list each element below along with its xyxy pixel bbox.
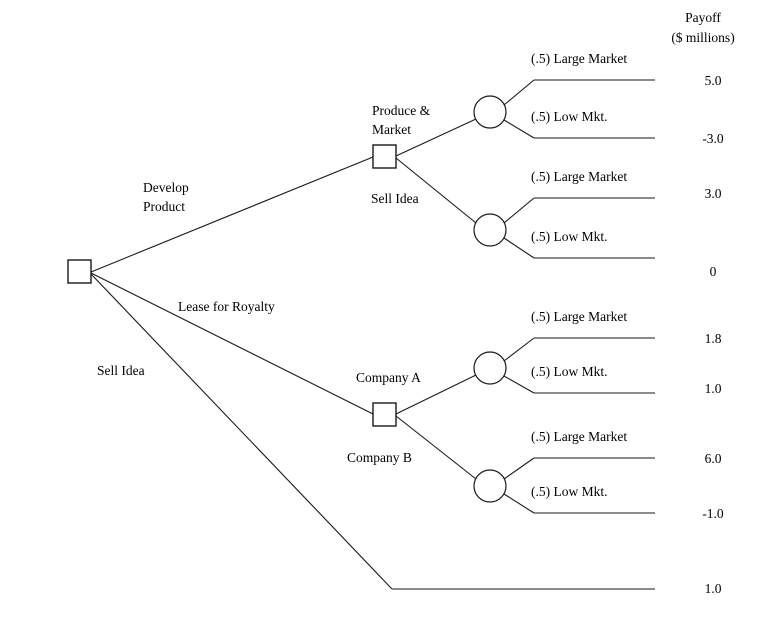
- branch-label-company-a: Company A: [356, 370, 421, 385]
- branch-company-a: [395, 374, 477, 415]
- payoff-value-4: 0: [709, 264, 717, 279]
- chance-label-large-market-2: (.5) Large Market: [531, 169, 628, 184]
- chance-node-produce-market: [473, 95, 507, 129]
- branch-sell-idea-develop: [395, 157, 477, 224]
- payoff-value-6: 1.0: [704, 381, 722, 396]
- branch-lease-for-royalty: [90, 272, 374, 415]
- chance-node-company-b: [473, 469, 507, 503]
- chance-label-low-market-2: (.5) Low Mkt.: [531, 229, 608, 244]
- chance-node-company-a: [473, 351, 507, 385]
- payoff-header-line1: Payoff: [685, 10, 721, 25]
- payoff-value-8: -1.0: [702, 506, 724, 521]
- chance4-large-market-branch: [503, 457, 535, 480]
- branch-label-lease-for-royalty: Lease for Royalty: [178, 299, 275, 314]
- chance2-low-market-branch: [503, 237, 535, 259]
- branch-label-produce-market-line1: Produce &: [372, 103, 431, 118]
- chance3-low-market-branch: [503, 375, 535, 394]
- branch-label-company-b: Company B: [347, 450, 412, 465]
- chance-node-sell-idea-develop: [473, 213, 507, 247]
- branch-company-b: [395, 415, 477, 480]
- chance4-low-market-branch: [503, 493, 535, 514]
- branch-sell-idea-root: [90, 273, 393, 590]
- develop-product-decision-node: [372, 144, 397, 169]
- branch-produce-and-market: [395, 118, 477, 157]
- payoff-value-9: 1.0: [704, 581, 722, 596]
- payoff-value-7: 6.0: [704, 451, 722, 466]
- payoff-value-5: 1.8: [704, 331, 722, 346]
- chance1-large-market-branch: [503, 79, 535, 106]
- chance2-large-market-branch: [503, 197, 535, 224]
- chance-label-large-market-4: (.5) Large Market: [531, 429, 628, 444]
- lease-royalty-decision-node: [372, 402, 397, 427]
- root-decision-node: [67, 259, 92, 284]
- branch-label-produce-market-line2: Market: [372, 122, 411, 137]
- chance1-low-market-branch: [503, 119, 535, 139]
- payoff-header-line2: ($ millions): [671, 30, 735, 45]
- chance-label-low-market-3: (.5) Low Mkt.: [531, 364, 608, 379]
- chance-label-large-market-1: (.5) Large Market: [531, 51, 628, 66]
- chance-label-low-market-1: (.5) Low Mkt.: [531, 109, 608, 124]
- branch-label-sell-idea-develop: Sell Idea: [371, 191, 419, 206]
- branch-label-develop-product-line2: Product: [143, 199, 185, 214]
- branch-label-develop-product-line1: Develop: [143, 180, 189, 195]
- payoff-value-1: 5.0: [704, 73, 722, 88]
- payoff-value-2: -3.0: [702, 131, 724, 146]
- branch-label-sell-idea-root: Sell Idea: [97, 363, 145, 378]
- branch-develop-product: [90, 156, 374, 273]
- chance-label-large-market-3: (.5) Large Market: [531, 309, 628, 324]
- chance-label-low-market-4: (.5) Low Mkt.: [531, 484, 608, 499]
- payoff-value-3: 3.0: [704, 186, 722, 201]
- chance3-large-market-branch: [503, 337, 535, 362]
